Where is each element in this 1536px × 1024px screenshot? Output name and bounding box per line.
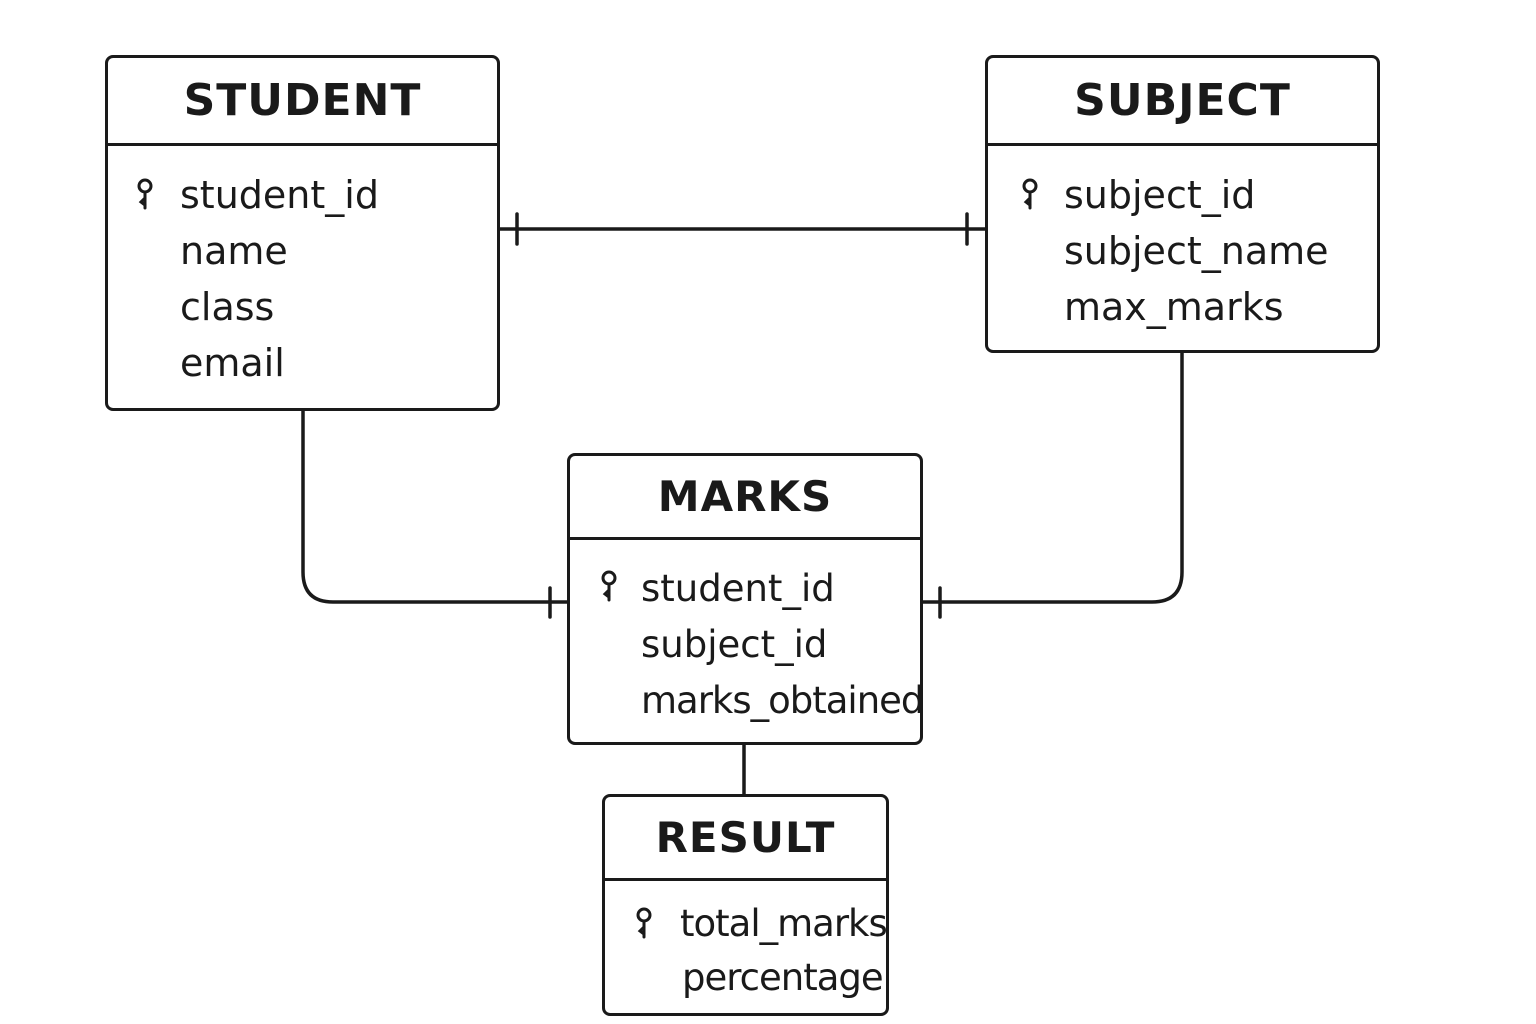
attribute-subject-id: subject_id (641, 623, 828, 666)
entity-title-result: RESULT (605, 797, 886, 881)
key-icon (137, 178, 153, 210)
attribute-name: name (180, 229, 288, 273)
key-icon (636, 907, 652, 939)
attribute-subject-name: subject_name (1064, 229, 1329, 273)
attribute-max-marks: max_marks (1064, 285, 1284, 329)
attribute-student-id: student_id (180, 173, 379, 217)
attribute-marks-obtained: marks_obtained (641, 679, 924, 722)
attribute-subject-id: subject_id (1064, 173, 1256, 217)
entity-result[interactable]: RESULT total_marks percentage (602, 794, 889, 1016)
key-icon (1022, 178, 1038, 210)
entity-title-subject: SUBJECT (988, 58, 1377, 146)
attribute-total-marks: total_marks (680, 902, 888, 945)
attribute-percentage: percentage (682, 956, 884, 999)
entity-title-marks: MARKS (570, 456, 920, 540)
attribute-class: class (180, 285, 275, 329)
connector-student-marks (301, 409, 569, 604)
attribute-email: email (180, 341, 285, 385)
entity-subject[interactable]: SUBJECT subject_id subject_name max_mark… (985, 55, 1380, 353)
attribute-student-id: student_id (641, 567, 835, 610)
entity-title-student: STUDENT (108, 58, 497, 146)
connector-subject-marks (921, 351, 1184, 604)
key-icon (601, 570, 617, 602)
entity-marks[interactable]: MARKS student_id subject_id marks_obtain… (567, 453, 924, 745)
entity-student[interactable]: STUDENT student_id name class email (105, 55, 500, 411)
